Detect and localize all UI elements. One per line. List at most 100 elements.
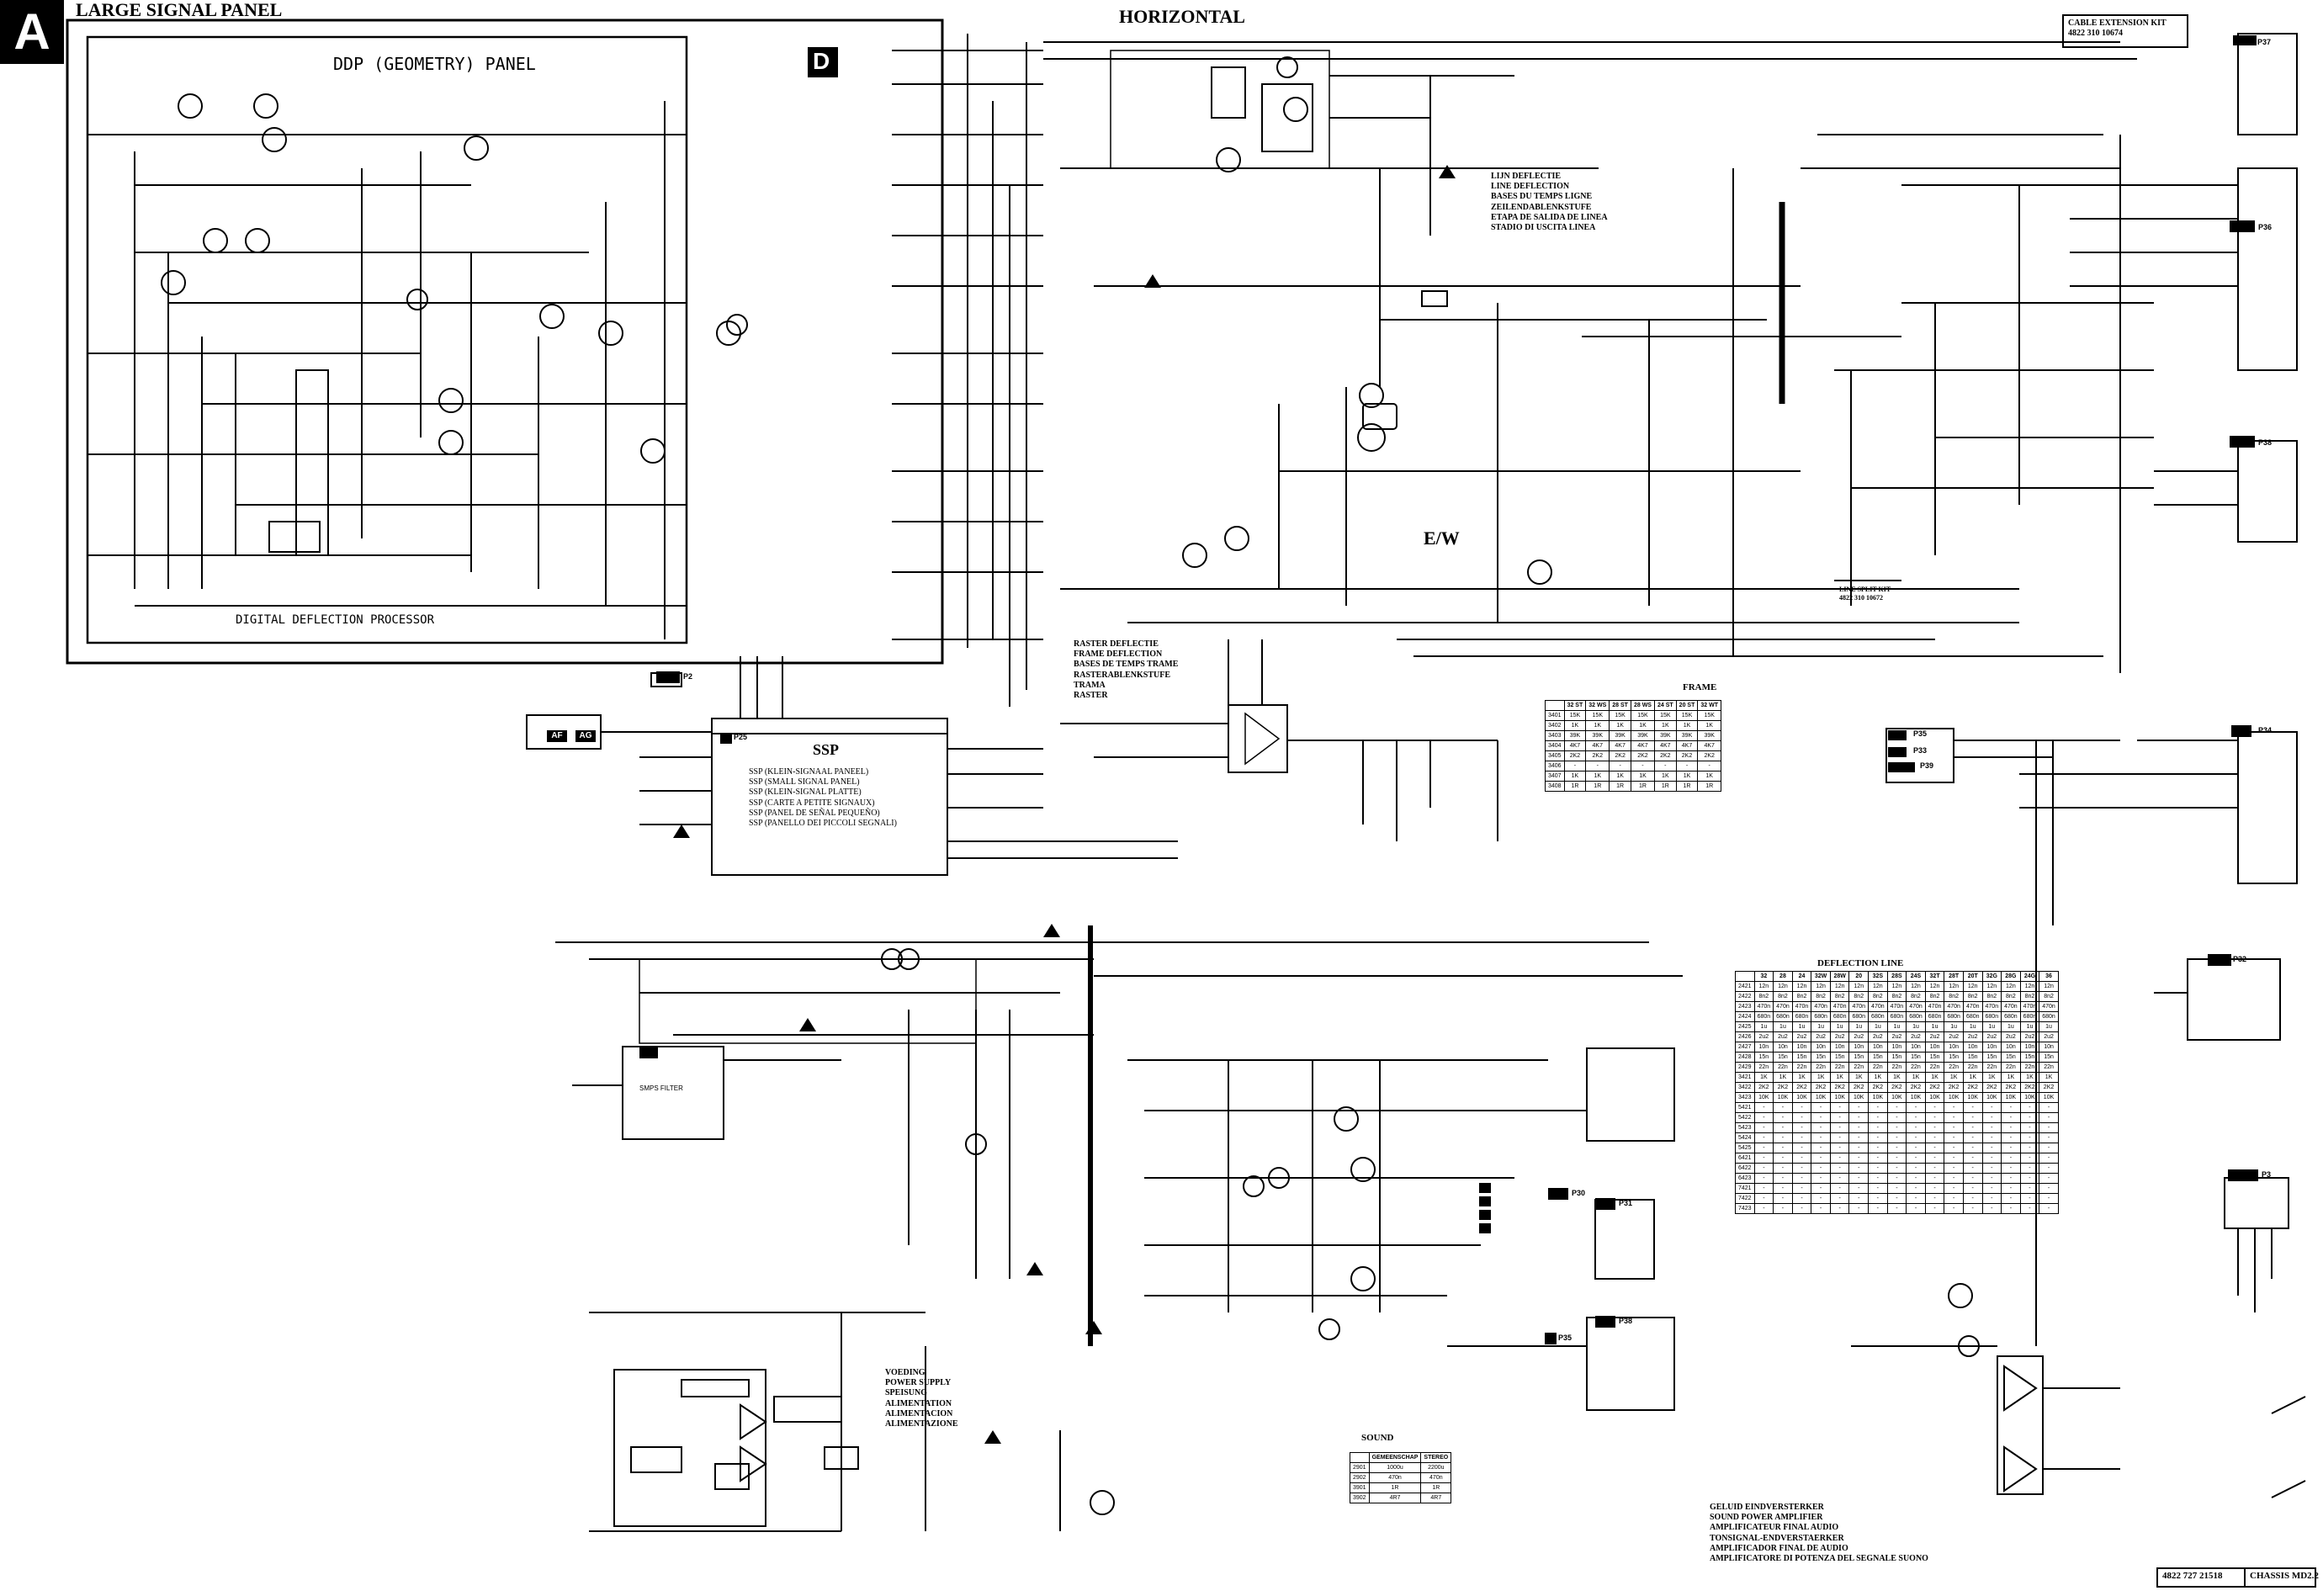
frame-cell: - — [1609, 761, 1631, 771]
deflection-cell: 22n — [1868, 1062, 1888, 1073]
deflection-cell: 22n — [2001, 1062, 2021, 1073]
connector-ab-label: P30 — [1572, 1189, 1586, 1197]
deflection-cell: - — [1924, 1193, 1945, 1204]
deflection-cell: 1u — [1962, 1021, 1983, 1032]
deflection-cell: - — [1886, 1173, 1907, 1184]
deflection-cell: 1u — [2001, 1021, 2021, 1032]
ddp-badge-bg — [808, 47, 838, 77]
deflection-cell: - — [2039, 1203, 2059, 1214]
frame-cell: - — [1563, 761, 1587, 771]
connector-f-label: P36 — [2258, 223, 2273, 231]
deflection-cell: 5425 — [1735, 1143, 1755, 1153]
deflection-cell: - — [2039, 1183, 2059, 1194]
ddp-processor-ic — [295, 369, 329, 556]
deflection-cell: - — [1906, 1102, 1926, 1113]
deflection-cell: - — [1924, 1122, 1945, 1133]
deflection-cell: 5424 — [1735, 1132, 1755, 1143]
line-deflection-4: ZEILENDABLENKSTUFE — [1491, 202, 1592, 212]
deflection-cell: 2u2 — [1829, 1031, 1850, 1042]
deflection-cell: - — [1962, 1183, 1983, 1194]
deflection-cell: 22n — [1886, 1062, 1907, 1073]
deflection-cell: - — [2001, 1173, 2021, 1184]
frame-cell: 1K — [1585, 720, 1610, 731]
deflection-cell: 10K — [1829, 1092, 1850, 1103]
deflection-cell: 2u2 — [1924, 1031, 1945, 1042]
deflection-cell: 470n — [2019, 1001, 2040, 1012]
deflection-cell: - — [1944, 1153, 1964, 1164]
deflection-cell: 12n — [1924, 981, 1945, 992]
deflection-cell: 1K — [1981, 1072, 2002, 1083]
frame-cell: 39K — [1609, 730, 1631, 741]
sound-cell: 470n — [1368, 1472, 1422, 1483]
deflection-cell: - — [1848, 1183, 1870, 1194]
power-supply-2: POWER SUPPLY — [885, 1378, 952, 1388]
deflection-cell: 2423 — [1735, 1001, 1755, 1012]
raster-1: RASTER DEFLECTIE — [1074, 639, 1159, 649]
deflection-cell: - — [1981, 1122, 2002, 1133]
deflection-cell: - — [2001, 1203, 2021, 1214]
deflection-cell: 2K2 — [1906, 1082, 1926, 1093]
deflection-cell: 12n — [2039, 981, 2059, 992]
deflection-cell: 6421 — [1735, 1153, 1755, 1164]
deflection-header-cell: 36 — [2039, 971, 2059, 982]
deflection-cell: 1K — [1962, 1072, 1983, 1083]
frame-cell: 4K7 — [1630, 740, 1655, 751]
deflection-cell: 2u2 — [1962, 1031, 1983, 1042]
frame-cell: 1R — [1675, 781, 1699, 792]
deflection-cell: - — [1753, 1143, 1774, 1153]
frame-cell: 15K — [1630, 710, 1655, 721]
raster-2: FRAME DEFLECTION — [1074, 650, 1163, 660]
deflection-cell: 1u — [1886, 1021, 1907, 1032]
sound-cell: 3902 — [1350, 1493, 1370, 1503]
deflection-cell: - — [2001, 1132, 2021, 1143]
deflection-row: 7421---------------- — [1735, 1183, 2059, 1194]
deflection-cell: 1K — [1924, 1072, 1945, 1083]
deflection-cell: 470n — [1848, 1001, 1870, 1012]
power-supply-4: ALIMENTATION — [885, 1398, 952, 1408]
sound-cell: 4R7 — [1420, 1493, 1452, 1503]
deflection-cell: 8n2 — [2001, 991, 2021, 1002]
frame-cell: 2K2 — [1675, 750, 1699, 761]
deflection-cell: 6422 — [1735, 1163, 1755, 1174]
deflection-cell: - — [2019, 1122, 2040, 1133]
deflection-cell: 10n — [1924, 1042, 1945, 1053]
deflection-cell: 1u — [1944, 1021, 1964, 1032]
deflection-cell: - — [2001, 1122, 2021, 1133]
deflection-cell: - — [1811, 1173, 1831, 1184]
ssp-line-2: SSP (SMALL SIGNAL PANEL) — [749, 777, 860, 787]
deflection-cell: 3422 — [1735, 1082, 1755, 1093]
deflection-cell: - — [2019, 1193, 2040, 1204]
deflection-cell: - — [1848, 1153, 1870, 1164]
frame-cell: 2K2 — [1653, 750, 1677, 761]
sound-header-cell: GEMEENSCHAP — [1368, 1452, 1422, 1463]
deflection-cell: 15n — [1981, 1052, 2002, 1063]
connector-h-label: P32 — [2233, 955, 2247, 963]
ssp-line-5: SSP (PANEL DE SEÑAL PEQUEÑO) — [749, 808, 880, 818]
deflection-cell: - — [2019, 1112, 2040, 1123]
cable-kit-label: CABLE EXTENSION KIT 4822 310 10674 — [2068, 19, 2167, 39]
deflection-cell: - — [1829, 1112, 1850, 1123]
deflection-cell: - — [1944, 1143, 1964, 1153]
deflection-cell: 10K — [1848, 1092, 1870, 1103]
deflection-cell: 2425 — [1735, 1021, 1755, 1032]
deflection-cell: 2u2 — [1944, 1031, 1964, 1042]
deflection-cell: - — [1791, 1143, 1812, 1153]
deflection-cell: - — [1944, 1183, 1964, 1194]
ddp-processor-label: DIGITAL DEFLECTION PROCESSOR — [236, 613, 435, 627]
deflection-cell: 2K2 — [1981, 1082, 2002, 1093]
sheet-badge: A — [0, 0, 64, 64]
deflection-cell: 470n — [1924, 1001, 1945, 1012]
deflection-cell: 1K — [1753, 1072, 1774, 1083]
deflection-row: 5421---------------- — [1735, 1102, 2059, 1113]
deflection-cell: - — [1848, 1122, 1870, 1133]
deflection-cell: 1K — [1868, 1072, 1888, 1083]
deflection-cell: 8n2 — [1886, 991, 1907, 1002]
ddp-inner-frame — [86, 35, 688, 644]
deflection-cell: - — [1848, 1143, 1870, 1153]
deflection-cell: 2u2 — [1981, 1031, 2002, 1042]
line-deflection-6: STADIO DI USCITA LINEA — [1491, 222, 1596, 232]
